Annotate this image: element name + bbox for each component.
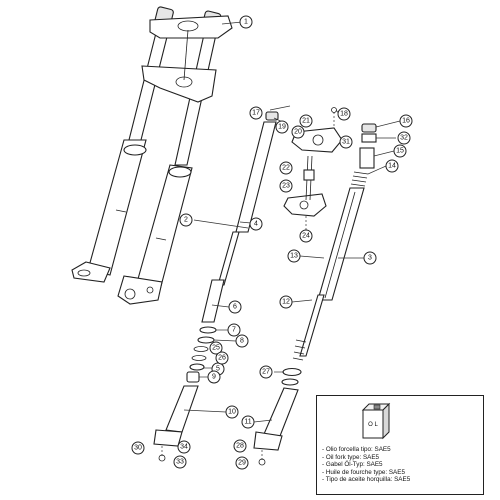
oil-type-list: - Olio forcella tipo: SAE5 - Oil fork ty… <box>322 446 410 484</box>
callout-1: 1 <box>239 15 253 29</box>
svg-text:8: 8 <box>240 338 244 345</box>
svg-text:28: 28 <box>236 443 244 450</box>
callout-13: 13 <box>287 249 301 263</box>
callout-14: 14 <box>385 159 399 173</box>
oil-can-label: O L <box>368 422 378 428</box>
oil-can-icon: O L <box>361 402 391 440</box>
callout-2: 2 <box>179 213 193 227</box>
svg-text:5: 5 <box>216 366 220 373</box>
svg-text:12: 12 <box>282 299 290 306</box>
svg-text:24: 24 <box>302 233 310 240</box>
svg-text:14: 14 <box>388 163 396 170</box>
svg-text:7: 7 <box>232 327 236 334</box>
callout-3: 3 <box>363 251 377 265</box>
callout-24: 24 <box>299 229 313 243</box>
svg-text:29: 29 <box>238 460 246 467</box>
callout-16: 16 <box>399 114 413 128</box>
callout-30: 30 <box>131 441 145 455</box>
svg-text:18: 18 <box>340 111 348 118</box>
callout-8: 8 <box>235 334 249 348</box>
callout-7: 7 <box>227 323 241 337</box>
svg-text:16: 16 <box>402 118 410 125</box>
leader-lines <box>183 21 401 423</box>
svg-text:17: 17 <box>252 110 260 117</box>
callout-17-left: 17 <box>249 106 263 120</box>
svg-text:22: 22 <box>282 165 290 172</box>
callout-6: 6 <box>228 300 242 314</box>
callout-33: 33 <box>173 455 187 469</box>
svg-text:4: 4 <box>254 221 258 228</box>
callout-10: 10 <box>225 405 239 419</box>
assembled-fork <box>71 6 233 305</box>
callout-19: 19 <box>275 120 289 134</box>
callout-18: 18 <box>337 107 351 121</box>
svg-text:20: 20 <box>294 129 302 136</box>
oil-type-line-es: - Tipo de aceite horquilla: SAE5 <box>322 476 411 484</box>
svg-text:27: 27 <box>262 369 270 376</box>
svg-text:30: 30 <box>134 445 142 452</box>
callout-12: 12 <box>279 295 293 309</box>
callout-27: 27 <box>259 365 273 379</box>
oil-type-line-fr: - Huile de fourche type: SAE5 <box>322 468 405 476</box>
svg-text:10: 10 <box>228 409 236 416</box>
callout-25: 25 <box>209 341 223 355</box>
oil-type-line-de: - Gabel Öl-Typ: SAE5 <box>322 461 383 469</box>
svg-text:34: 34 <box>180 444 188 451</box>
svg-text:21: 21 <box>302 118 310 125</box>
callout-9: 9 <box>207 370 221 384</box>
callout-21: 21 <box>299 114 313 128</box>
callout-26: 26 <box>215 351 229 365</box>
svg-text:13: 13 <box>290 253 298 260</box>
oil-type-line-it: - Olio forcella tipo: SAE5 <box>322 446 391 453</box>
svg-text:11: 11 <box>244 419 251 426</box>
svg-text:2: 2 <box>184 217 188 224</box>
callout-15: 15 <box>393 144 407 158</box>
callout-20: 20 <box>291 125 305 139</box>
callout-31: 31 <box>339 135 353 149</box>
svg-text:31: 31 <box>342 139 350 146</box>
svg-text:15: 15 <box>396 148 404 155</box>
oil-legend-box: O L - Olio forcella tipo: SAE5 - Oil for… <box>316 395 484 495</box>
svg-text:6: 6 <box>233 304 237 311</box>
callout-22: 22 <box>279 161 293 175</box>
svg-text:3: 3 <box>368 255 372 262</box>
svg-text:19: 19 <box>278 124 286 131</box>
callout-4: 4 <box>249 217 263 231</box>
callout-29: 29 <box>235 456 249 470</box>
callout-23: 23 <box>279 179 293 193</box>
svg-text:26: 26 <box>218 355 226 362</box>
callout-11: 11 <box>241 415 255 429</box>
svg-text:9: 9 <box>212 374 216 381</box>
right-leg-exploded <box>253 123 377 466</box>
svg-text:23: 23 <box>282 183 290 190</box>
callout-28: 28 <box>233 439 247 453</box>
callout-32: 32 <box>397 131 411 145</box>
svg-text:33: 33 <box>176 459 184 466</box>
callout-34: 34 <box>177 440 191 454</box>
oil-type-line-en: - Oil fork type: SAE5 <box>322 453 380 461</box>
left-leg-exploded <box>153 105 291 462</box>
svg-text:1: 1 <box>244 19 248 26</box>
svg-text:32: 32 <box>400 135 408 142</box>
upper-clamp-exploded <box>283 107 343 232</box>
svg-text:25: 25 <box>212 345 220 352</box>
